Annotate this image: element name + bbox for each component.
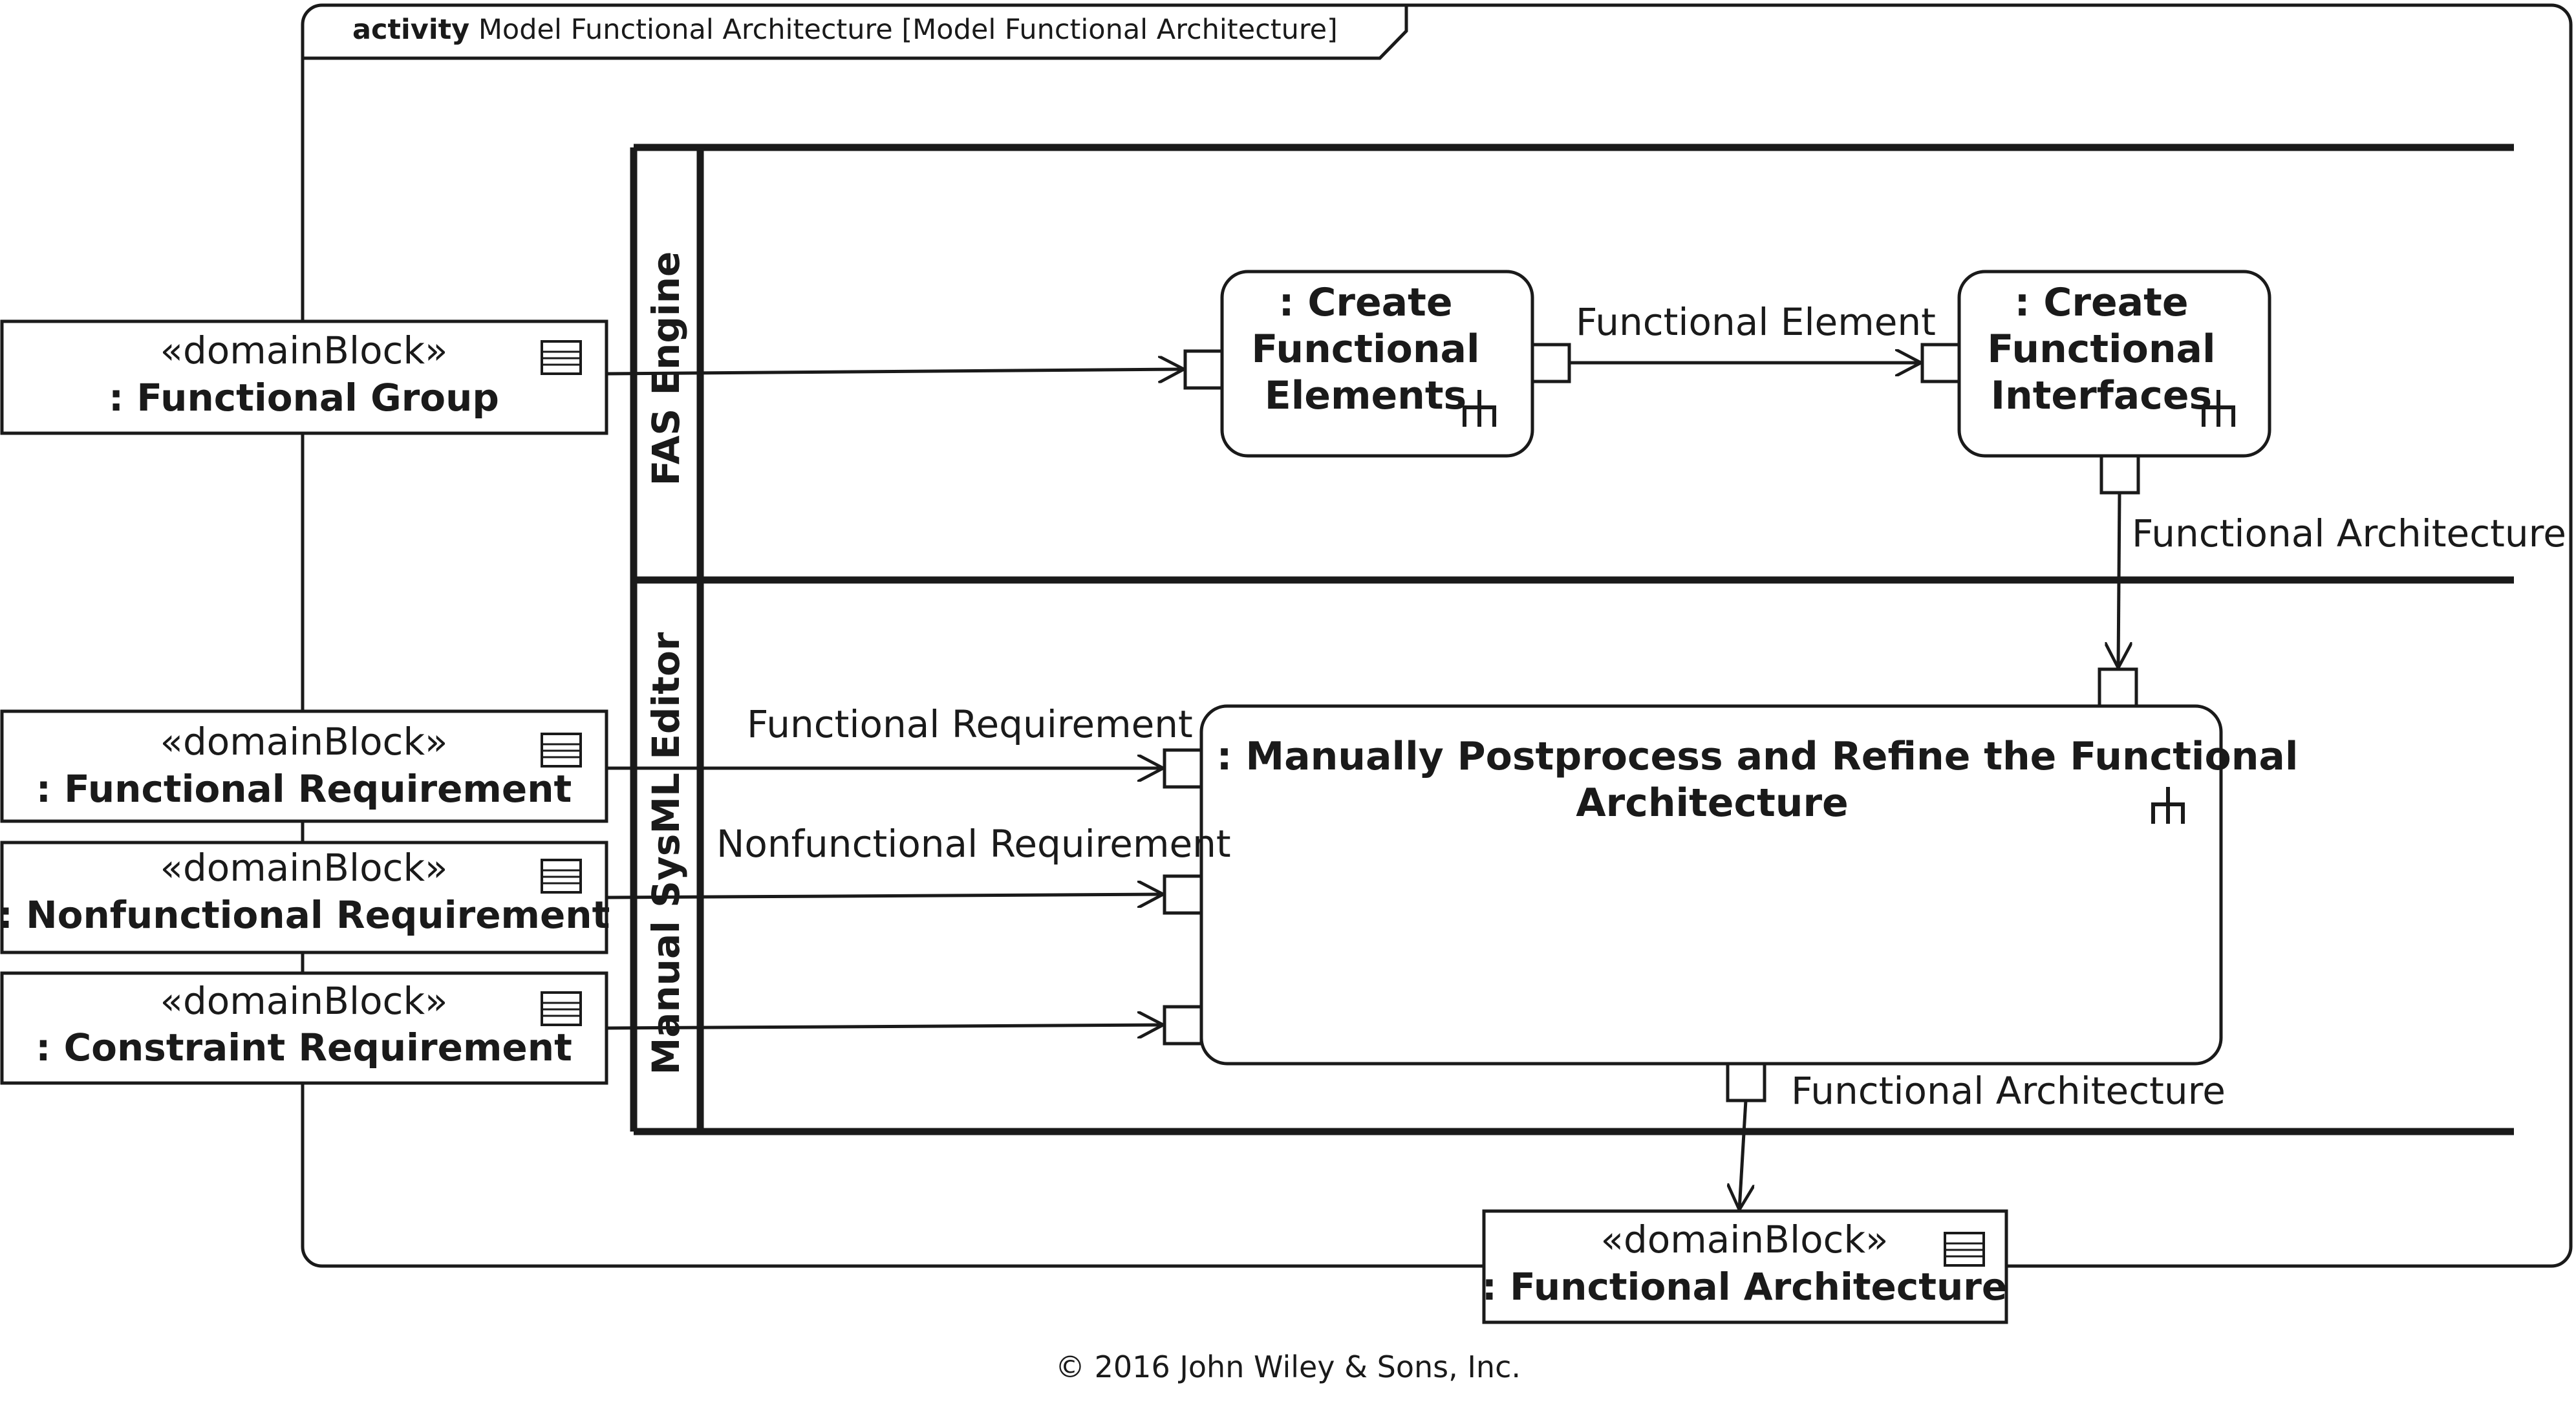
pin-create-interfaces-in — [1920, 343, 1961, 383]
node-name: : Functional Architecture — [1482, 1265, 2007, 1309]
object-flows — [606, 363, 2120, 1210]
action-create-functional-interfaces[interactable]: : Create Functional Interfaces — [1957, 270, 2271, 458]
object-node-constraint-requirement[interactable]: «domainBlock» : Constraint Requirement — [0, 971, 608, 1085]
rake-icon — [2202, 390, 2235, 427]
pin-postprocess-in-freq — [1163, 748, 1203, 789]
stereotype-label: «domainBlock» — [1600, 1218, 1888, 1262]
object-node-nonfunctional-requirement[interactable]: «domainBlock» : Nonfunctional Requiremen… — [0, 841, 610, 954]
node-name: : Functional Group — [109, 376, 499, 420]
object-node-functional-group[interactable]: «domainBlock» : Functional Group — [0, 319, 608, 435]
stereotype-label: «domainBlock» — [160, 979, 447, 1023]
copyright-notice: © 2016 John Wiley & Sons, Inc. — [1055, 1349, 1521, 1384]
action-manually-postprocess[interactable]: : Manually Postprocess and Refine the Fu… — [1199, 704, 2299, 1066]
pin-postprocess-out — [1726, 1062, 1766, 1102]
rake-icon — [1463, 390, 1496, 427]
action-line: Functional — [1987, 327, 2215, 372]
node-name: : Constraint Requirement — [36, 1026, 572, 1069]
pin-create-interfaces-out — [2099, 454, 2140, 495]
flow-functional-architecture-1 — [2118, 492, 2120, 668]
pin-create-elements-out — [1530, 343, 1571, 383]
flow-constraint-requirement — [606, 1025, 1163, 1028]
stereotype-label: «domainBlock» — [160, 846, 447, 890]
stereotype-label: «domainBlock» — [160, 328, 447, 372]
pin-postprocess-in-creq — [1163, 1005, 1203, 1046]
flow-label-functional-architecture: Functional Architecture — [2132, 511, 2566, 555]
flow-functional-group — [606, 369, 1184, 374]
pin-postprocess-in-top — [2098, 667, 2138, 708]
flow-label-nonfunctional-requirement: Nonfunctional Requirement — [716, 822, 1231, 866]
pin-postprocess-in-nfreq — [1163, 874, 1203, 915]
object-node-functional-architecture[interactable]: «domainBlock» : Functional Architecture — [1482, 1209, 2008, 1324]
node-name: : Functional Requirement — [36, 767, 572, 811]
block-icon — [1944, 1232, 1985, 1267]
action-line: : Create — [1278, 280, 1452, 325]
action-line: Functional — [1251, 327, 1479, 372]
activity-frame: activity Model Functional Architecture [… — [301, 3, 2573, 1268]
block-icon — [541, 340, 582, 375]
action-line: : Manually Postprocess and Refine the Fu… — [1217, 734, 2299, 779]
node-name: : Nonfunctional Requirement — [0, 893, 610, 937]
action-line: : Create — [2014, 280, 2188, 325]
action-line: Architecture — [1576, 780, 1849, 826]
block-icon — [541, 991, 582, 1026]
flow-label-functional-requirement: Functional Requirement — [747, 702, 1193, 746]
action-create-functional-elements[interactable]: : Create Functional Elements — [1220, 270, 1534, 458]
flow-label-functional-element: Functional Element — [1576, 300, 1936, 344]
action-line: Elements — [1265, 373, 1467, 418]
action-line: Interfaces — [1991, 373, 2213, 418]
flow-label-functional-architecture-output: Functional Architecture — [1791, 1069, 2226, 1113]
lane-label-manual-sysml-editor: Manual SysML Editor — [644, 632, 688, 1075]
flow-nonfunctional-requirement — [606, 894, 1163, 897]
pin-create-elements-in — [1183, 349, 1224, 390]
flow-functional-architecture-2 — [1739, 1100, 1746, 1210]
swimlanes: FAS Engine Manual SysML Editor — [630, 144, 2514, 1135]
block-icon — [541, 859, 582, 894]
lane-label-fas-engine: FAS Engine — [644, 252, 688, 486]
rake-icon — [2151, 787, 2185, 824]
object-node-functional-requirement[interactable]: «domainBlock» : Functional Requirement — [0, 709, 608, 823]
stereotype-label: «domainBlock» — [160, 720, 447, 764]
block-icon — [541, 733, 582, 768]
frame-title: activity Model Functional Architecture [… — [352, 14, 1338, 46]
